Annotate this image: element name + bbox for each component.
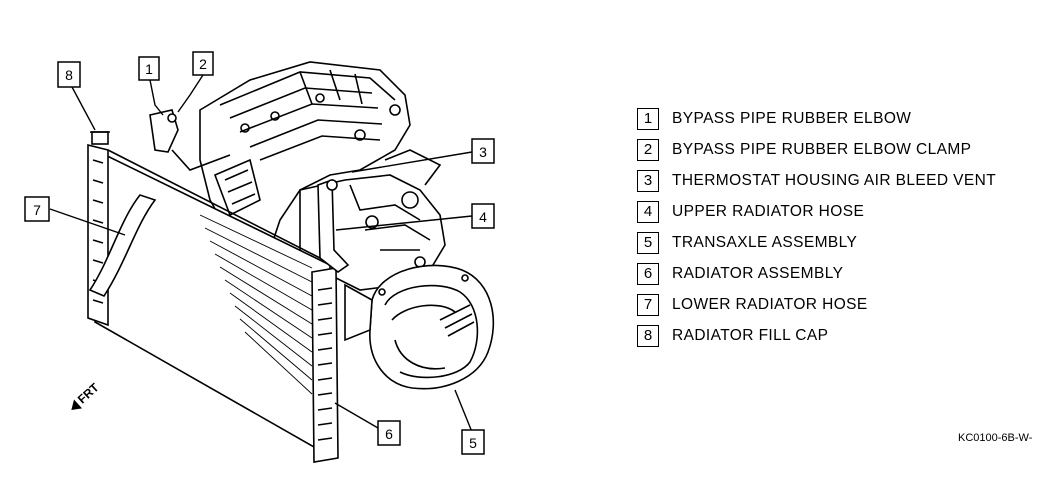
callout-4: 4 [471, 203, 495, 229]
callout-1-label: 1 [145, 61, 153, 77]
callout-3: 3 [471, 138, 495, 164]
legend-label: UPPER RADIATOR HOSE [672, 202, 865, 220]
legend-number: 8 [637, 324, 659, 347]
transaxle-assembly [344, 264, 495, 390]
callout-8-label: 8 [65, 67, 73, 83]
legend-number: 1 [637, 107, 659, 130]
legend-label: BYPASS PIPE RUBBER ELBOW CLAMP [672, 140, 972, 158]
legend-item: 4 UPPER RADIATOR HOSE [637, 196, 1037, 227]
legend-item: 8 RADIATOR FILL CAP [637, 320, 1037, 351]
callout-6-label: 6 [385, 426, 393, 442]
callout-8: 8 [57, 61, 81, 88]
legend-label: TRANSAXLE ASSEMBLY [672, 233, 858, 251]
legend-item: 6 RADIATOR ASSEMBLY [637, 258, 1037, 289]
callout-2: 2 [192, 51, 214, 76]
callout-5: 5 [461, 429, 485, 455]
callout-5-label: 5 [469, 435, 477, 451]
figure-code: KC0100-6B-W- [958, 432, 1033, 444]
legend-item: 3 THERMOSTAT HOUSING AIR BLEED VENT [637, 165, 1037, 196]
callout-4-label: 4 [479, 209, 487, 225]
legend-label: THERMOSTAT HOUSING AIR BLEED VENT [672, 171, 997, 189]
legend-number: 3 [637, 169, 659, 192]
legend-label: RADIATOR FILL CAP [672, 326, 829, 344]
parts-legend: 1 BYPASS PIPE RUBBER ELBOW 2 BYPASS PIPE… [637, 103, 1037, 351]
callout-2-label: 2 [199, 56, 207, 72]
legend-number: 5 [637, 231, 659, 254]
lower-radiator-hose [88, 194, 157, 298]
legend-label: LOWER RADIATOR HOSE [672, 295, 868, 313]
callout-6: 6 [377, 420, 401, 446]
legend-number: 2 [637, 138, 659, 161]
legend-item: 1 BYPASS PIPE RUBBER ELBOW [637, 103, 1037, 134]
legend-item: 2 BYPASS PIPE RUBBER ELBOW CLAMP [637, 134, 1037, 165]
legend-number: 4 [637, 200, 659, 223]
legend-label: BYPASS PIPE RUBBER ELBOW [672, 109, 912, 127]
leader-lines [49, 74, 473, 433]
legend-label: RADIATOR ASSEMBLY [672, 264, 844, 282]
legend-number: 6 [637, 262, 659, 285]
radiator-assembly [87, 131, 339, 463]
callout-7: 7 [24, 196, 50, 222]
engine-assembly [199, 61, 446, 291]
callout-1: 1 [138, 56, 160, 81]
callout-7-label: 7 [33, 202, 41, 218]
legend-item: 7 LOWER RADIATOR HOSE [637, 289, 1037, 320]
callout-3-label: 3 [479, 144, 487, 160]
legend-item: 5 TRANSAXLE ASSEMBLY [637, 227, 1037, 258]
legend-number: 7 [637, 293, 659, 316]
hoses [88, 109, 350, 298]
